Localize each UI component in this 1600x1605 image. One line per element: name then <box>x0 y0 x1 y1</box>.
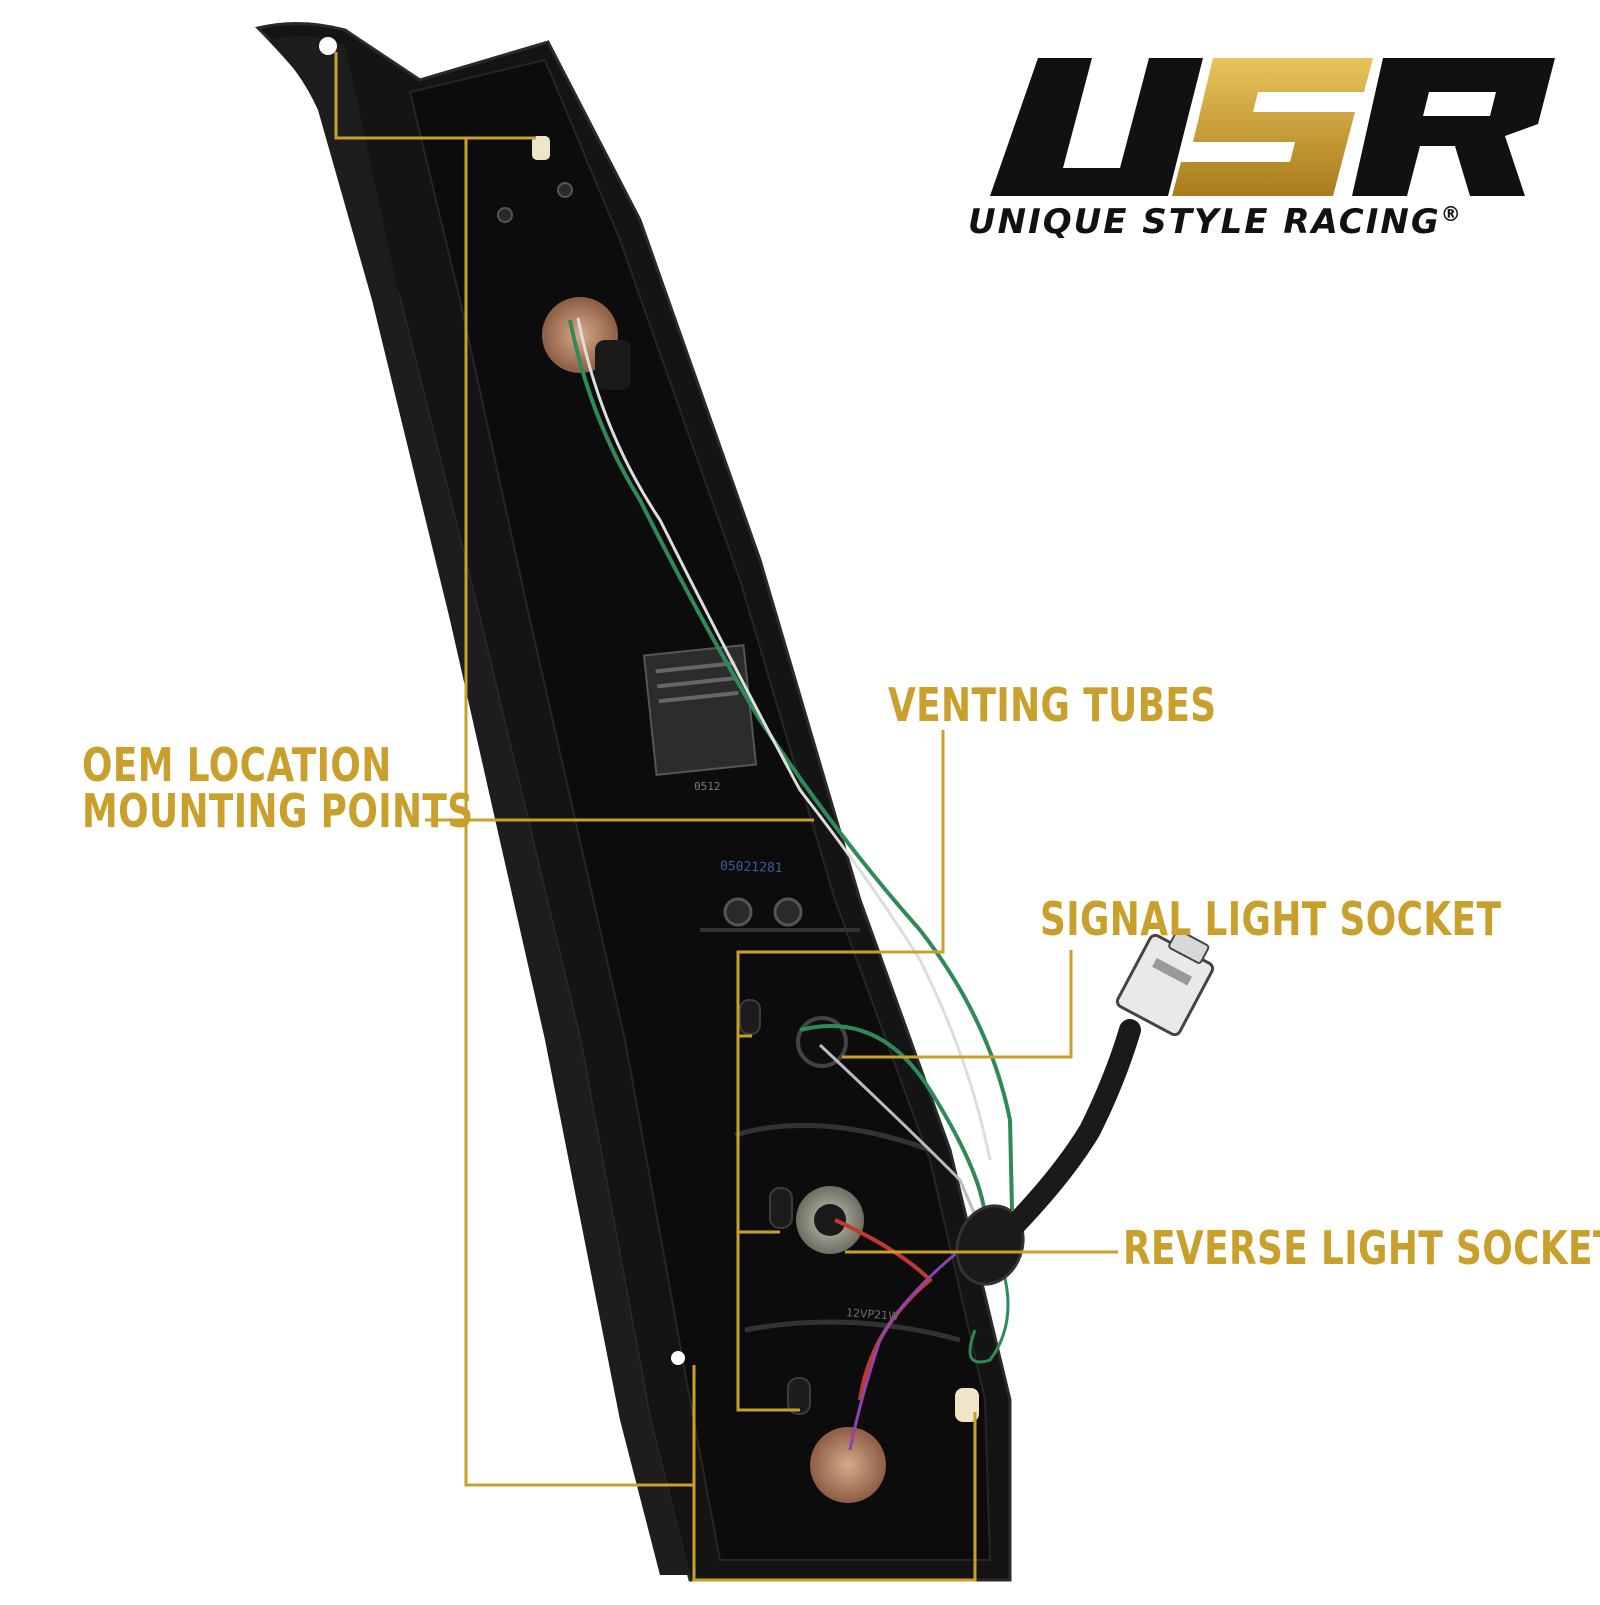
bottom-mounting-stud <box>955 1388 979 1422</box>
harness-connector <box>1115 929 1215 1037</box>
housing-inner-trough <box>408 58 992 1561</box>
reverse-light-socket-center <box>814 1204 846 1236</box>
lower-bulb-socket <box>810 1427 886 1503</box>
white-wire-signal <box>818 1043 977 1216</box>
venting-tube <box>769 1187 793 1229</box>
signal-light-socket <box>796 1016 848 1068</box>
bottom-mounting-hole <box>671 1351 685 1365</box>
chamber-ridge <box>744 1319 961 1343</box>
green-wire-lower <box>968 1259 1010 1364</box>
oem-callout-line <box>334 52 536 140</box>
callout-label-signal-light-socket: SIGNAL LIGHT SOCKET <box>1040 892 1502 946</box>
purple-wire <box>848 1248 961 1451</box>
housing-spec-label-lines <box>658 690 739 704</box>
callout-lines <box>334 52 1118 1582</box>
upper-bulb-socket-body <box>595 340 631 390</box>
red-wire <box>834 1218 933 1401</box>
top-mounting-hole <box>319 37 337 55</box>
screw <box>557 182 573 198</box>
callout-label-oem-location: OEM LOCATION MOUNTING POINTS <box>82 742 474 834</box>
housing-flange <box>268 36 690 1575</box>
housing-date-code: 05021281 <box>719 858 783 877</box>
screw <box>773 897 803 927</box>
venting-tube <box>787 1377 811 1415</box>
registered-mark: ® <box>1440 202 1463 226</box>
usr-logo-mark <box>990 58 1555 196</box>
housing-part-code: 0512 <box>694 780 721 793</box>
venting-callout-line <box>736 730 945 1412</box>
venting-tube <box>739 999 761 1035</box>
callout-label-reverse-light-socket: REVERSE LIGHT SOCKET <box>1123 1221 1600 1275</box>
housing-spec-label-lines <box>657 675 738 689</box>
callout-label-venting-tubes: VENTING TUBES <box>888 678 1217 732</box>
screw <box>723 897 753 927</box>
brand-name-text: UNIQUE STYLE RACING <box>968 202 1441 242</box>
oem-callout-line <box>464 138 694 1487</box>
signal-callout-line <box>842 950 1073 1059</box>
housing-spec-label-lines <box>655 661 736 674</box>
callout-label-oem-line2: MOUNTING POINTS <box>82 784 474 838</box>
chamber-ridge <box>734 1122 931 1153</box>
top-mounting-stud <box>532 136 550 160</box>
brand-name: UNIQUE STYLE RACING® <box>968 202 1463 242</box>
white-wire <box>576 317 992 1161</box>
green-wire-signal <box>799 1024 987 1216</box>
screw <box>497 207 513 223</box>
wire-harness <box>989 1019 1141 1251</box>
housing-spec-label <box>642 644 758 776</box>
oem-callout-line <box>692 1365 977 1582</box>
callout-label-oem-line1: OEM LOCATION <box>82 738 392 792</box>
